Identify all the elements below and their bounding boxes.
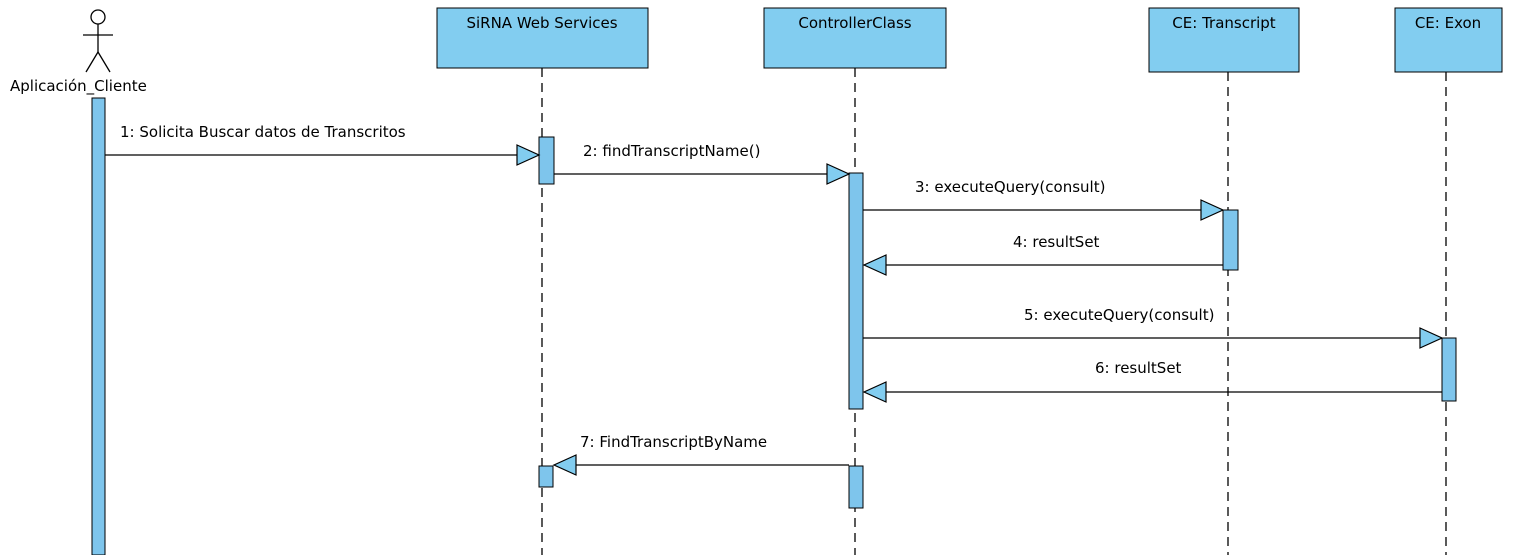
activation-sirna-2 xyxy=(538,465,554,488)
participant-sirna-label: SiRNA Web Services xyxy=(466,14,617,32)
activation-controller-2 xyxy=(848,465,864,509)
message-4-label: 4: resultSet xyxy=(1013,233,1100,251)
message-7-label: 7: FindTranscriptByName xyxy=(580,433,767,451)
participant-transcript[interactable]: CE: Transcript xyxy=(1148,7,1300,73)
activation-transcript xyxy=(1222,209,1239,271)
arrowhead-icon xyxy=(826,163,851,185)
arrowhead-icon xyxy=(552,454,577,476)
participant-controller[interactable]: ControllerClass xyxy=(763,7,947,69)
message-6-label: 6: resultSet xyxy=(1095,359,1182,377)
message-2: 2: findTranscriptName() xyxy=(554,142,851,185)
activation-actor xyxy=(91,97,106,555)
message-5: 5: executeQuery(consult) xyxy=(863,306,1444,349)
actor-icon xyxy=(83,9,113,73)
message-3: 3: executeQuery(consult) xyxy=(863,178,1225,221)
message-4: 4: resultSet xyxy=(862,233,1223,276)
message-1: 1: Solicita Buscar datos de Transcritos xyxy=(105,123,541,166)
message-5-label: 5: executeQuery(consult) xyxy=(1024,306,1214,324)
message-2-label: 2: findTranscriptName() xyxy=(583,142,760,160)
message-3-label: 3: executeQuery(consult) xyxy=(915,178,1105,196)
participant-exon[interactable]: CE: Exon xyxy=(1394,7,1503,73)
participant-transcript-label: CE: Transcript xyxy=(1172,14,1276,32)
arrowhead-icon xyxy=(516,144,541,166)
arrowhead-icon xyxy=(862,254,887,276)
message-7: 7: FindTranscriptByName xyxy=(552,433,849,476)
participant-controller-label: ControllerClass xyxy=(798,14,911,32)
participant-exon-label: CE: Exon xyxy=(1415,14,1481,32)
activation-sirna-1 xyxy=(538,136,555,185)
actor-name: Aplicación_Cliente xyxy=(10,77,147,96)
arrowhead-icon xyxy=(862,381,887,403)
participant-sirna[interactable]: SiRNA Web Services xyxy=(436,7,649,69)
activation-controller-1 xyxy=(848,172,864,410)
arrowhead-icon xyxy=(1200,199,1225,221)
activation-exon xyxy=(1441,337,1457,402)
arrowhead-icon xyxy=(1419,327,1444,349)
message-6: 6: resultSet xyxy=(862,359,1442,403)
message-1-label: 1: Solicita Buscar datos de Transcritos xyxy=(120,123,406,141)
